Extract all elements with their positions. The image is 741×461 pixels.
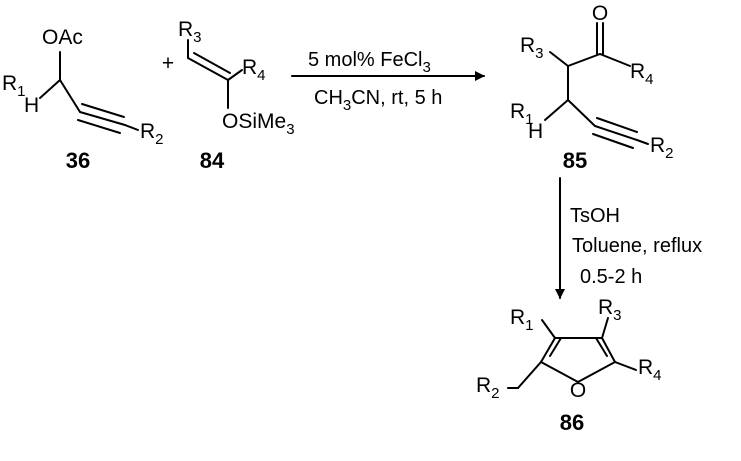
- plus-sign: +: [162, 52, 174, 75]
- compound-86-bonds: [507, 317, 637, 389]
- compound-86: R1 R3 R4 R2 O 86: [476, 296, 662, 435]
- compound-84-bonds: [187, 39, 243, 109]
- step2-solvent: Toluene, reflux: [572, 235, 702, 257]
- compound-84: R3 R4 OSiMe3 84: [178, 18, 295, 173]
- osime3-label: OSiMe3: [222, 110, 295, 138]
- compound-number-36: 36: [66, 148, 90, 173]
- furan-oxygen-label: O: [570, 379, 586, 402]
- h-label: H: [24, 94, 39, 117]
- r4-label: R4: [242, 56, 266, 84]
- compound-36: OAc R1 H R2 36: [2, 26, 164, 173]
- compound-number-86: 86: [560, 410, 584, 435]
- oac-label: OAc: [42, 26, 83, 49]
- r4-label: R4: [630, 60, 654, 88]
- compound-85: O R3 R4 R1 H R2 85: [510, 2, 674, 173]
- compound-number-85: 85: [563, 148, 587, 173]
- compound-85-bonds: [544, 22, 649, 149]
- r3-label: R3: [178, 18, 202, 46]
- step2-time: 0.5-2 h: [580, 266, 642, 288]
- r3-label: R3: [520, 34, 544, 62]
- compound-number-84: 84: [200, 148, 225, 173]
- step1-conditions: CH3CN, rt, 5 h: [314, 87, 442, 114]
- r3-label: R3: [598, 296, 622, 324]
- r4-label: R4: [638, 356, 662, 384]
- r1-label: R1: [510, 100, 534, 128]
- r1-label: R1: [510, 306, 534, 334]
- r1-label: R1: [2, 72, 26, 100]
- r2-label: R2: [476, 374, 500, 402]
- r2-label: R2: [140, 120, 164, 148]
- h-label: H: [528, 120, 543, 143]
- step2-reagent: TsOH: [570, 205, 620, 227]
- step1-catalyst: 5 mol% FeCl3: [308, 49, 431, 76]
- r2-label: R2: [650, 134, 674, 162]
- compound-36-bonds: [39, 51, 139, 134]
- carbonyl-oxygen-label: O: [592, 2, 608, 25]
